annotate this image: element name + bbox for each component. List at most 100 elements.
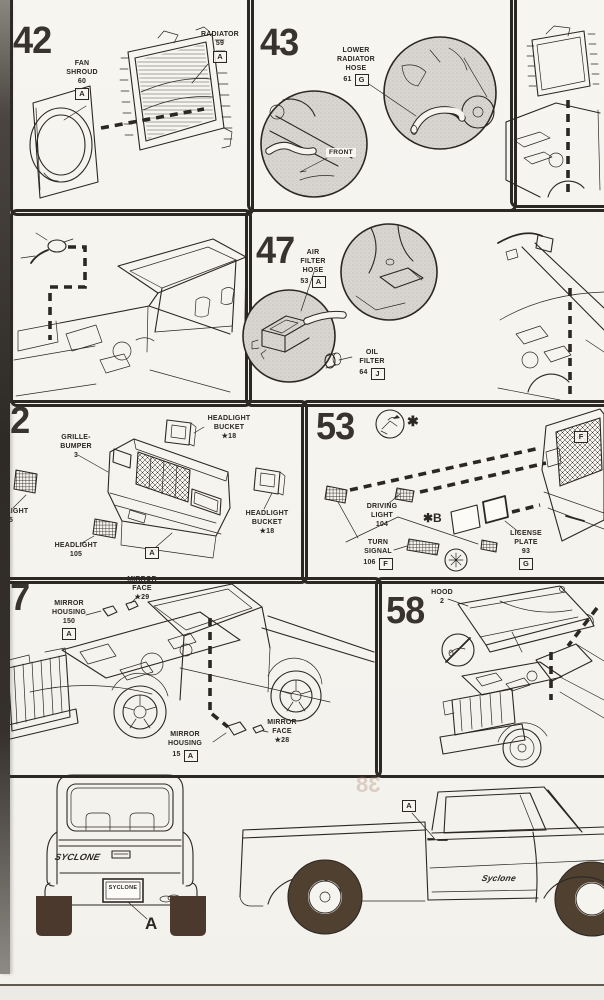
assembly-dash-42 <box>100 107 205 130</box>
part-box-a: A <box>183 749 198 762</box>
leader-oil-filter <box>338 356 353 361</box>
rear-license-plate-text: SYCLONE <box>108 885 138 891</box>
part-box-a-52: A <box>145 547 159 559</box>
leader-driving-light <box>387 493 401 505</box>
leader-side-emblem <box>411 812 435 839</box>
leader-mirror-housing-bottom <box>212 732 227 743</box>
truck-cab-sketch <box>13 238 247 397</box>
step-number-53: 53 <box>316 406 355 448</box>
step43-drawing <box>260 36 497 198</box>
step-number-43: 43 <box>260 22 299 64</box>
panel-step-52 <box>0 400 308 584</box>
leader-rear-plate <box>127 901 148 920</box>
page-spine-shadow <box>0 0 10 974</box>
step-number-58: 58 <box>386 590 425 632</box>
rear-wheel-side <box>287 859 363 935</box>
panel-step-47 <box>245 209 604 407</box>
rear-plate-label-a: A <box>145 914 158 933</box>
mud-flap-left <box>36 896 72 936</box>
license-plate-parts <box>450 495 509 535</box>
leader-mirror-face-top <box>130 595 139 604</box>
front-label: FRONT <box>326 148 356 157</box>
hose-part <box>20 232 74 264</box>
headlight-bucket-right-part <box>253 467 286 496</box>
inset-circle-bottom <box>242 289 347 383</box>
leader-grille-bumper <box>77 454 109 473</box>
rear-wheel <box>270 670 322 722</box>
step57-drawing <box>3 583 375 743</box>
step47-drawing <box>242 223 604 401</box>
leader-hood <box>447 598 469 607</box>
turn-signal-part <box>406 538 440 556</box>
star-b-note: ✱B <box>423 511 442 525</box>
step52-drawing <box>12 419 286 559</box>
step53-drawing <box>324 408 604 572</box>
part-box-j: J <box>370 367 385 380</box>
leader-box-a <box>155 532 173 548</box>
panel-step-42 <box>10 0 254 216</box>
step42-drawing <box>29 26 233 199</box>
front-arrow <box>299 157 328 173</box>
leader-left <box>337 501 359 539</box>
leader-fan-shroud <box>63 105 87 121</box>
leader-radiator <box>191 63 209 84</box>
fan-shroud-part <box>29 85 99 199</box>
partial-row2-left-drawing <box>13 232 247 397</box>
part-box-g: G <box>519 558 533 571</box>
oil-filter-part <box>324 352 342 369</box>
part-box-g: G <box>354 74 369 87</box>
driving-light-part-right <box>394 487 415 503</box>
inset-circle-left <box>260 90 368 198</box>
front-wheel-side <box>554 861 604 937</box>
edge-part-box: F <box>574 431 588 443</box>
panel-step-partial-left <box>10 209 252 407</box>
grille-bumper-part <box>107 438 231 559</box>
door-syclone-script: Syclone <box>480 873 518 883</box>
cement-star: ✱ <box>407 413 419 429</box>
no-cement-symbol-icon <box>441 633 475 667</box>
leader-turn-signal <box>393 545 408 551</box>
step-number-47: 47 <box>256 230 295 272</box>
leader-headlight-bottom <box>79 535 95 545</box>
part-box-a: A <box>311 276 326 289</box>
leader-lower-hose <box>365 81 417 117</box>
inset-circle-right <box>383 36 497 150</box>
leader-v-lines <box>345 516 479 545</box>
truck-front-three-quarter <box>3 583 375 741</box>
cement-symbol-icon <box>375 409 405 439</box>
door-emblem <box>427 838 448 841</box>
leader-mirror-face-bottom <box>262 730 269 733</box>
side-view-drawing <box>239 786 604 937</box>
leader-bucket-right <box>263 492 273 510</box>
driving-light-part-left <box>324 485 348 504</box>
partial-top-right-drawing <box>505 25 601 198</box>
radiator-part <box>119 26 233 151</box>
part-box-a: A <box>75 88 89 101</box>
part-box-a: A <box>213 50 227 63</box>
engine-bay-right <box>497 232 604 401</box>
front-wheel-58 <box>502 728 542 768</box>
leader-bucket-top <box>193 426 205 434</box>
front-wheel <box>113 685 167 739</box>
panel-step-partial-right-top <box>510 0 604 208</box>
small-lamp-part <box>480 539 498 553</box>
spinner-symbol-icon <box>444 548 468 572</box>
leader-license-plate <box>504 520 521 534</box>
headlight-bottom-part <box>92 518 118 539</box>
truck-front-open-bay <box>439 631 604 768</box>
part-box-a: A <box>62 628 76 641</box>
